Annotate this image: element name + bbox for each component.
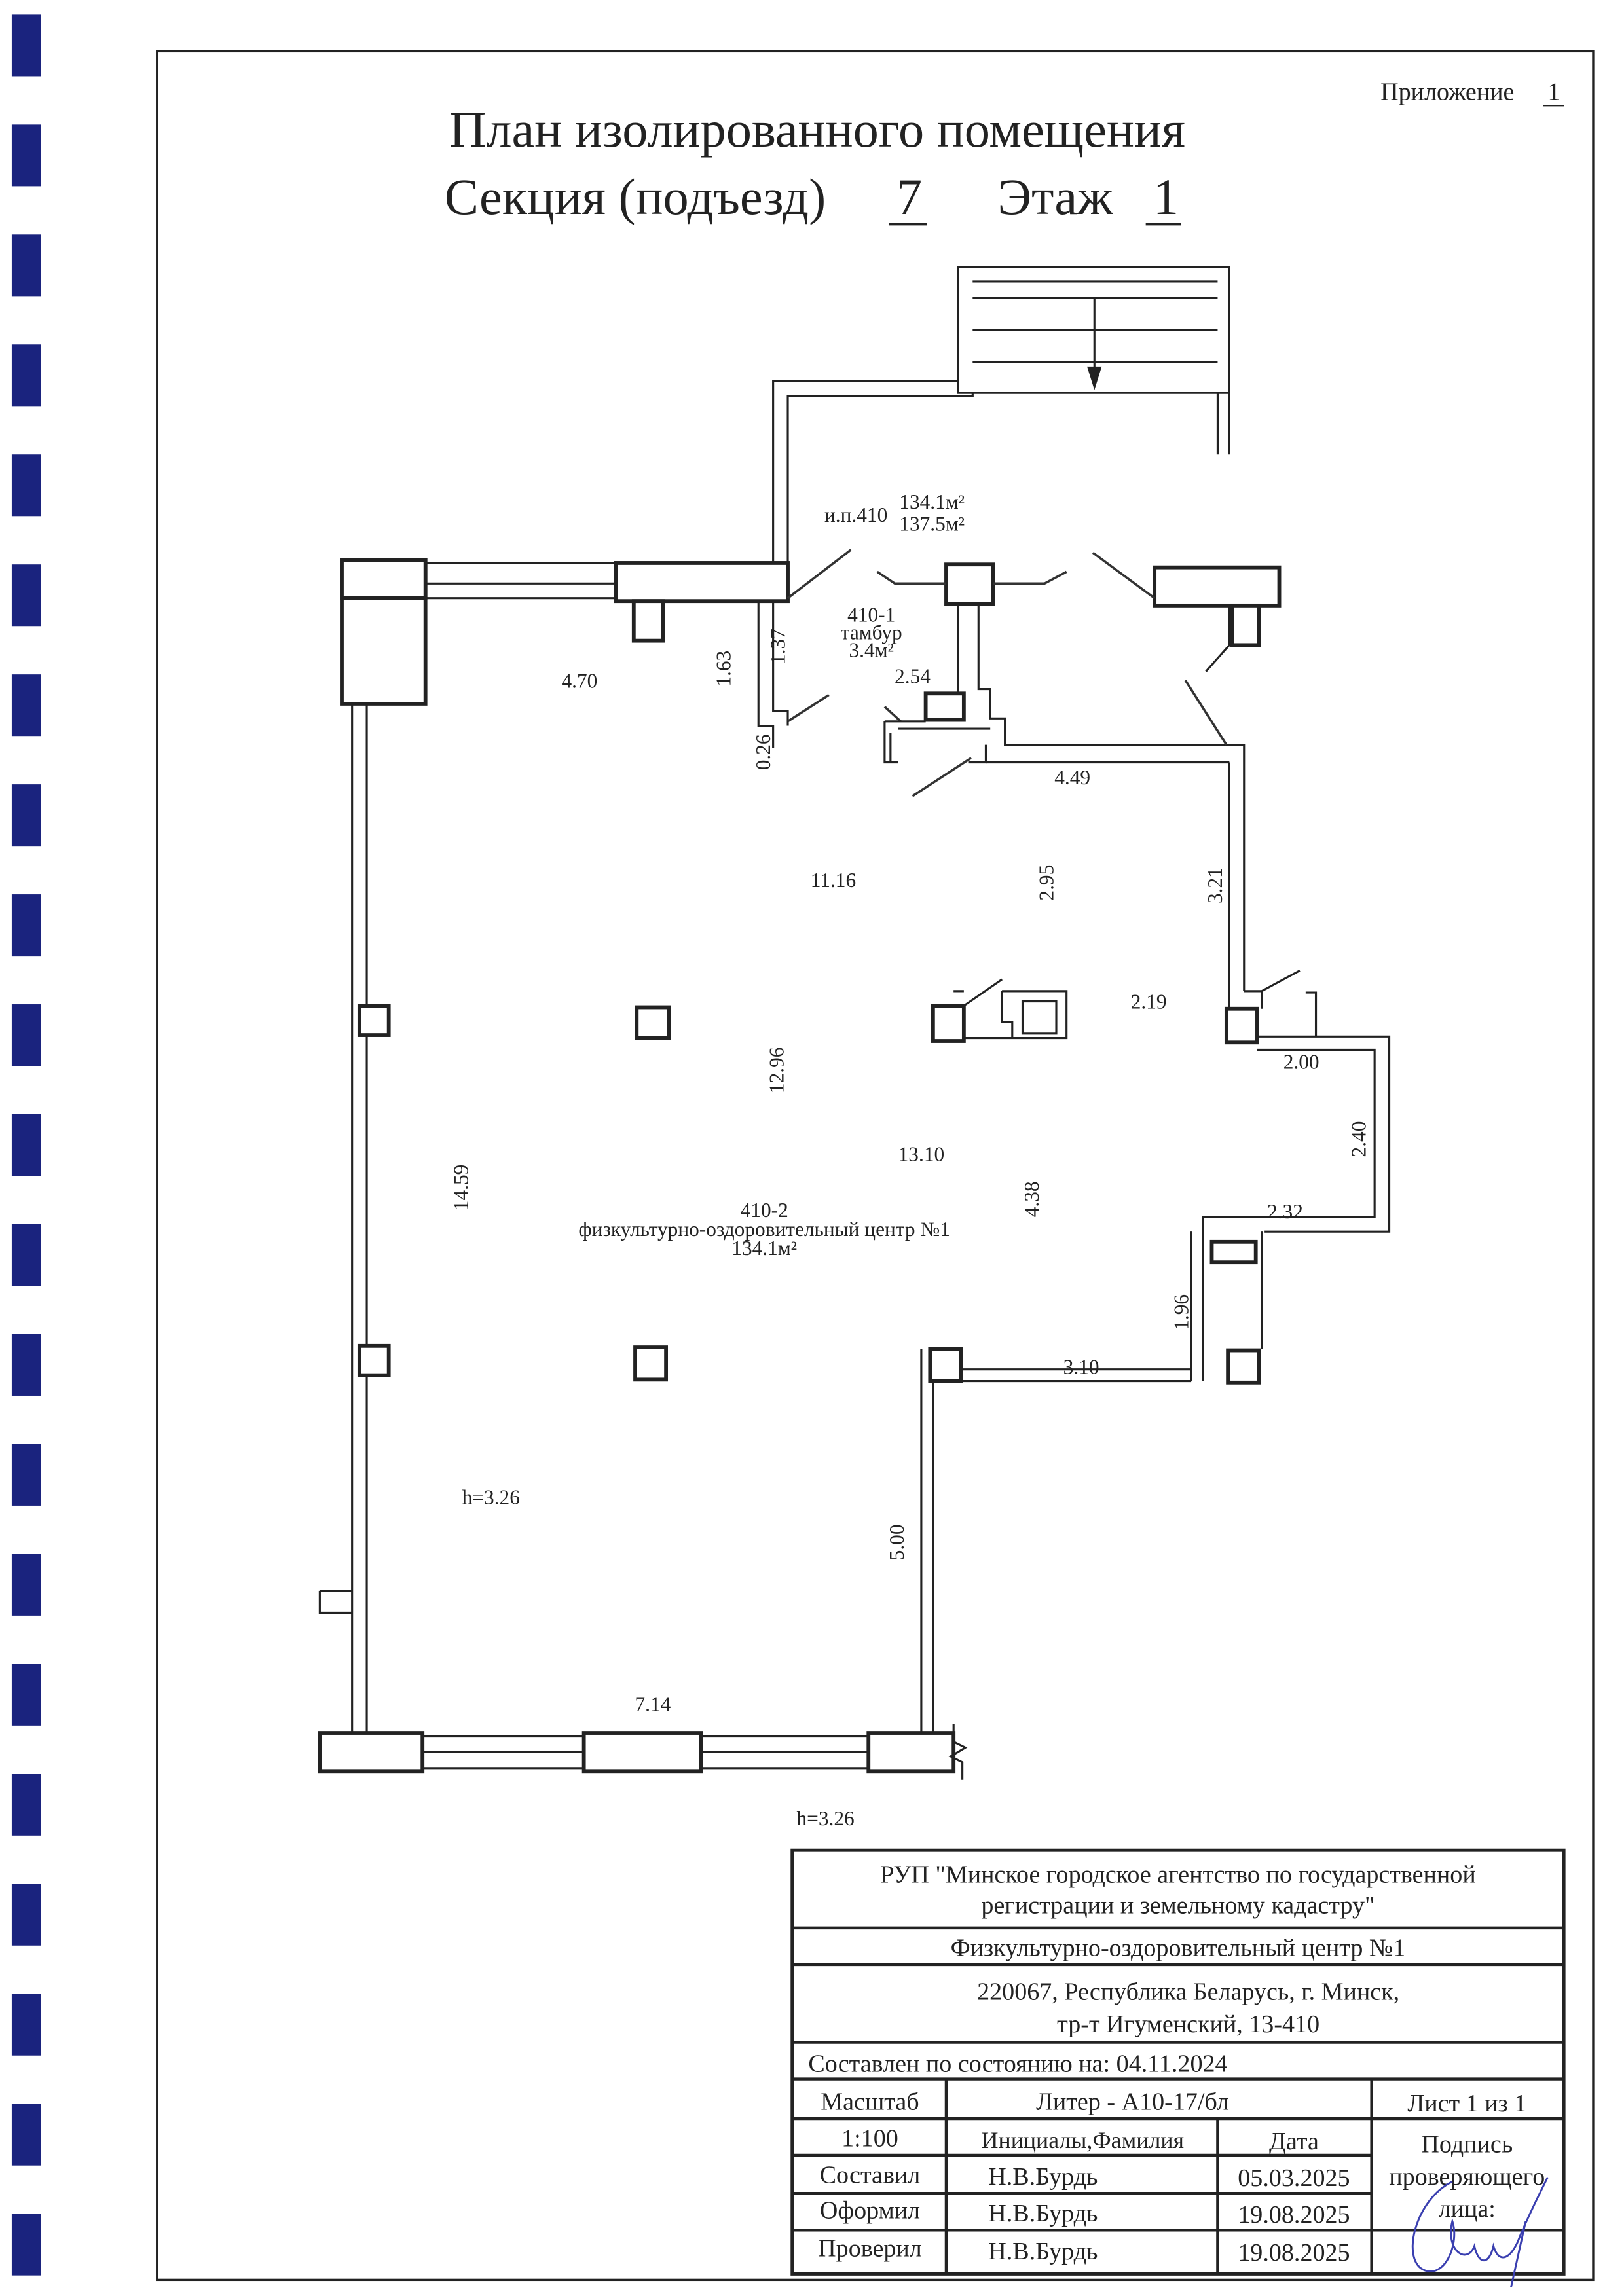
section-number: 7 bbox=[896, 168, 922, 225]
row-role: Проверил bbox=[818, 2235, 922, 2263]
dim: 2.19 bbox=[1131, 991, 1167, 1013]
floor-label: Этаж bbox=[997, 168, 1113, 225]
unit-label: и.п.410 bbox=[824, 503, 887, 526]
height-outside: h=3.26 bbox=[796, 1807, 854, 1830]
row-role: Оформил bbox=[820, 2196, 920, 2224]
room2-area: 134.1м² bbox=[731, 1237, 797, 1260]
dim: 1.96 bbox=[1170, 1294, 1193, 1330]
address-line-1: 220067, Республика Беларусь, г. Минск, bbox=[977, 1978, 1399, 2006]
room1-number: 410-1 bbox=[847, 604, 895, 627]
signature-label-2: проверяющего bbox=[1389, 2163, 1545, 2191]
room2-number: 410-2 bbox=[741, 1199, 788, 1222]
unit-area-1: 134.1м² bbox=[899, 490, 965, 513]
dim: 7.14 bbox=[635, 1692, 671, 1715]
object-name: Физкультурно-оздоровительный центр №1 bbox=[951, 1934, 1406, 1961]
scale-value: 1:100 bbox=[841, 2125, 898, 2153]
scale-label: Масштаб bbox=[821, 2088, 919, 2116]
dim: 2.32 bbox=[1267, 1200, 1303, 1223]
dim: 3.10 bbox=[1063, 1355, 1099, 1378]
dim: 14.59 bbox=[450, 1165, 473, 1211]
dim: 5.00 bbox=[885, 1524, 908, 1560]
liter: Литер - А10-17/бл bbox=[1036, 2088, 1229, 2116]
col-date-header: Дата bbox=[1269, 2128, 1319, 2155]
appendix-number: 1 bbox=[1548, 78, 1560, 105]
row-date: 19.08.2025 bbox=[1238, 2239, 1350, 2267]
dim: 1.63 bbox=[712, 651, 735, 687]
appendix-label: Приложение bbox=[1380, 78, 1514, 105]
section-label: Секция (подъезд) bbox=[445, 168, 826, 225]
dim: 0.26 bbox=[752, 734, 775, 770]
floor-number: 1 bbox=[1153, 168, 1179, 225]
binder-holes bbox=[11, 14, 41, 2276]
dim: 3.21 bbox=[1204, 867, 1227, 903]
row-date: 19.08.2025 bbox=[1238, 2201, 1350, 2229]
row-name: Н.В.Бурдь bbox=[988, 2163, 1098, 2191]
height-inside: h=3.26 bbox=[462, 1486, 520, 1509]
signature-label-1: Подпись bbox=[1421, 2131, 1513, 2159]
room2-name: физкультурно-оздоровительный центр №1 bbox=[578, 1218, 950, 1241]
page-frame bbox=[156, 50, 1595, 2282]
row-role: Составил bbox=[820, 2162, 921, 2189]
dim: 1.37 bbox=[767, 629, 790, 665]
row-name: Н.В.Бурдь bbox=[988, 2238, 1098, 2265]
address-line-2: тр-т Игуменский, 13-410 bbox=[1057, 2011, 1320, 2038]
dim: 4.70 bbox=[561, 669, 597, 692]
plan-labels: и.п.410 134.1м² 137.5м² 410-1 тамбур 3.4… bbox=[450, 490, 1371, 1830]
organization-line-1: РУП "Минское городское агентство по госу… bbox=[880, 1861, 1476, 1888]
stair-arrow-icon bbox=[1087, 366, 1102, 390]
sheet-number: Лист 1 из 1 bbox=[1407, 2090, 1526, 2117]
dim: 11.16 bbox=[811, 869, 856, 892]
dim: 2.54 bbox=[895, 665, 931, 688]
room1-area: 3.4м² bbox=[849, 638, 894, 661]
organization-line-2: регистрации и земельному кадастру" bbox=[981, 1892, 1375, 1920]
signature-label-3: лица: bbox=[1439, 2195, 1496, 2223]
page-title: План изолированного помещения bbox=[449, 101, 1185, 158]
dim: 2.00 bbox=[1283, 1051, 1320, 1074]
dim: 2.95 bbox=[1035, 865, 1058, 901]
unit-area-2: 137.5м² bbox=[899, 513, 965, 536]
walls bbox=[318, 266, 1391, 1780]
title-block: РУП "Минское городское агентство по госу… bbox=[790, 1848, 1566, 2287]
col-name-header: Инициалы,Фамилия bbox=[982, 2127, 1184, 2153]
room1-name: тамбур bbox=[841, 621, 902, 644]
row-date: 05.03.2025 bbox=[1238, 2164, 1350, 2192]
dim: 4.49 bbox=[1054, 766, 1090, 789]
dim: 2.40 bbox=[1348, 1121, 1371, 1157]
as-of-date: Составлен по состоянию на: 04.11.2024 bbox=[808, 2050, 1227, 2077]
signature-icon bbox=[1412, 2176, 1549, 2287]
dim: 12.96 bbox=[765, 1048, 788, 1094]
dim: 4.38 bbox=[1020, 1181, 1043, 1217]
row-name: Н.В.Бурдь bbox=[988, 2200, 1098, 2227]
dim: 13.10 bbox=[898, 1143, 945, 1166]
